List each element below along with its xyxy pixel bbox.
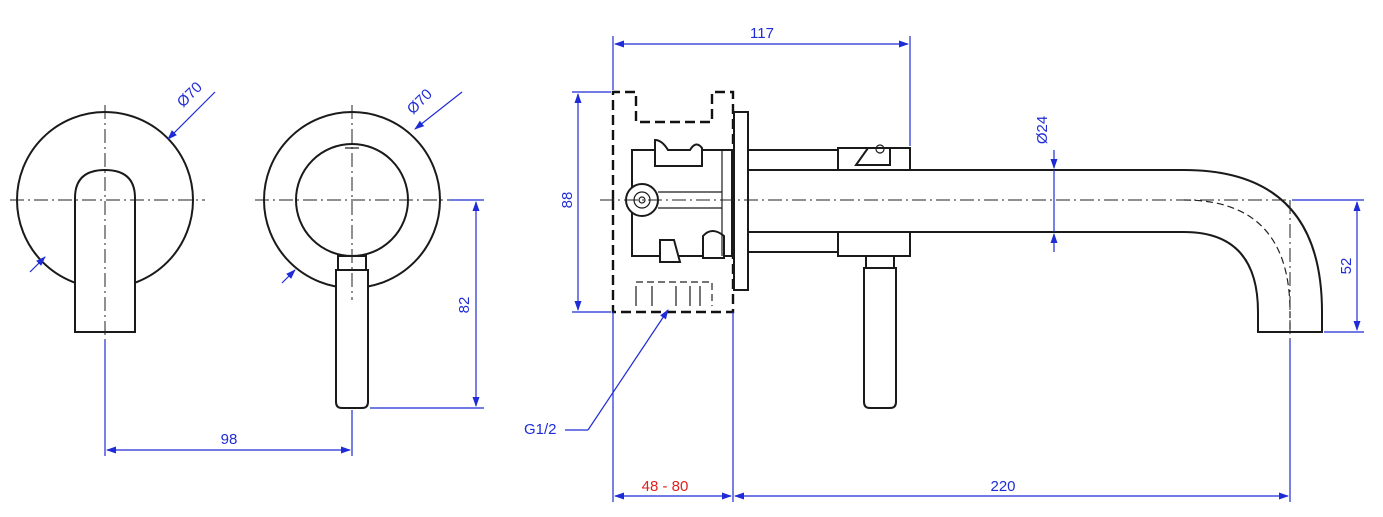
wall-depth-label: 48 - 80 bbox=[642, 478, 689, 495]
dimension-220: 220 bbox=[734, 340, 1291, 502]
dimension-88-label: 88 bbox=[559, 192, 576, 209]
dimension-82: 82 bbox=[370, 199, 484, 409]
dimension-88: 88 bbox=[559, 91, 611, 313]
dimension-wall-depth: 48 - 80 bbox=[612, 312, 734, 502]
thread-callout: G1/2 bbox=[524, 309, 669, 438]
side-view-valve-body bbox=[611, 90, 749, 314]
diameter-label-right: Ø70 bbox=[404, 86, 436, 118]
dimension-117-label: 117 bbox=[750, 25, 774, 42]
dimension-117: 117 bbox=[612, 25, 911, 146]
dimension-98: 98 bbox=[104, 340, 353, 456]
diameter-dimension-right: Ø70 bbox=[281, 86, 463, 284]
dimension-52-label: 52 bbox=[1338, 258, 1355, 275]
dimension-diameter-24-label: Ø24 bbox=[1034, 116, 1051, 144]
dimension-52: 52 bbox=[1292, 199, 1364, 333]
thread-label: G1/2 bbox=[524, 421, 557, 438]
dimension-220-label: 220 bbox=[990, 478, 1015, 495]
side-view-spout bbox=[600, 144, 1323, 409]
front-view-spout-plate bbox=[10, 105, 205, 340]
dimension-diameter-24: Ø24 bbox=[1034, 116, 1058, 252]
dimension-98-label: 98 bbox=[221, 431, 238, 448]
dimension-82-label: 82 bbox=[456, 297, 473, 314]
front-view-mixer-plate bbox=[255, 105, 450, 409]
